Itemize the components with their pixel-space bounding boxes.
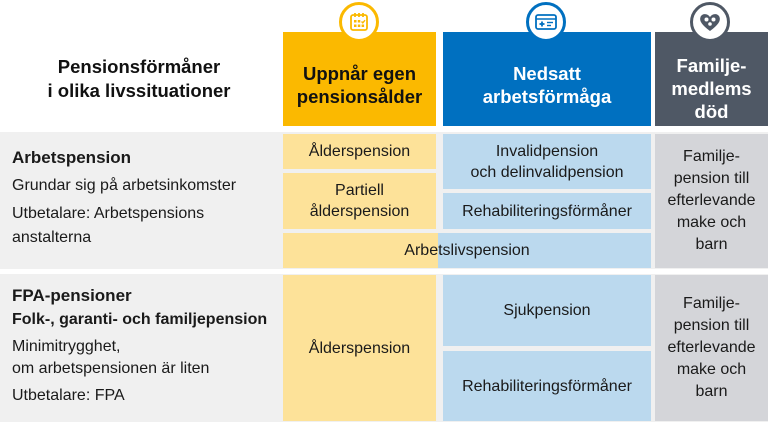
cell-text: efterlevande: [667, 339, 756, 356]
calendar-icon: [339, 2, 379, 42]
column-header-line: Uppnår egen: [302, 63, 417, 84]
cell-text: Ålderspension: [308, 339, 411, 357]
row-label-arbetspension: Arbetspension Grundar sig på arbetsinkom…: [12, 146, 277, 250]
cell-partiell-alderspension: Partiell ålderspension: [283, 173, 436, 229]
column-header-family-member-death: Familje- medlems död: [655, 32, 768, 126]
column-header-retirement-age: Uppnår egen pensionsålder: [283, 32, 436, 126]
cell-text: make och: [676, 214, 747, 231]
cell-text: ålderspension: [309, 203, 410, 220]
title-line: i olika livssituationer: [47, 80, 231, 101]
cell-familjepension: Familje- pension till efterlevande make …: [655, 134, 768, 268]
row-payer: Utbetalare: Arbetspensions: [12, 205, 205, 222]
title-line: Pensionsförmåner: [57, 56, 221, 77]
cell-rehabiliteringsformaner: Rehabiliteringsförmåner: [443, 193, 651, 229]
column-header-reduced-work-capacity: Nedsatt arbetsförmåga: [443, 32, 651, 126]
row-title: FPA-pensioner: [12, 286, 132, 305]
cell-text: Rehabiliteringsförmåner: [462, 377, 632, 395]
health-card-icon: [526, 2, 566, 42]
cell-text: barn: [695, 383, 728, 400]
cell-text: pension till: [673, 317, 750, 334]
cell-text: och delinvalidpension: [470, 163, 624, 181]
diagram-title: Pensionsförmåner i olika livssituationer: [0, 32, 278, 126]
cell-alderspension: Ålderspension: [283, 134, 436, 169]
column-header-line: pensionsålder: [296, 86, 423, 107]
family-heart-icon: [690, 2, 730, 42]
cell-text: Ålderspension: [308, 143, 411, 160]
cell-text: Invalidpension: [495, 142, 599, 160]
cell-text: Familje-: [683, 148, 740, 165]
row-title: Arbetspension: [12, 148, 132, 167]
cell-sjukpension: Sjukpension: [443, 275, 651, 346]
cell-text: pension till: [673, 170, 750, 187]
row-payer: anstalterna: [12, 229, 92, 246]
column-header-line: arbetsförmåga: [482, 86, 612, 107]
row-payer: Utbetalare: FPA: [12, 387, 125, 404]
cell-text: make och: [676, 361, 747, 378]
column-header-line: medlems: [671, 77, 752, 99]
column-header-line: Familje-: [676, 54, 747, 76]
cell-invalidpension: Invalidpension och delinvalidpension: [443, 134, 651, 189]
cell-arbetslivspension: Arbetslivspension: [283, 233, 651, 268]
cell-text: Familje-: [683, 295, 740, 312]
column-header-line: Nedsatt: [513, 63, 581, 84]
cell-rehabiliteringsformaner-fpa: Rehabiliteringsförmåner: [443, 351, 651, 421]
cell-text: Sjukpension: [503, 302, 591, 319]
cell-text: Arbetslivspension: [404, 242, 530, 259]
cell-text: Partiell: [335, 182, 384, 199]
cell-text: efterlevande: [667, 192, 756, 209]
cell-text: Rehabiliteringsförmåner: [462, 202, 632, 220]
cell-text: barn: [695, 236, 728, 253]
row-subtitle: Folk-, garanti- och familjepension: [12, 311, 268, 328]
cell-alderspension-fpa: Ålderspension: [283, 275, 436, 421]
row-description: Grundar sig på arbetsinkomster: [12, 177, 237, 194]
row-description: om arbetspensionen är liten: [12, 360, 210, 377]
row-label-fpa-pensioner: FPA-pensioner Folk-, garanti- och familj…: [12, 284, 277, 408]
cell-familjepension-fpa: Familje- pension till efterlevande make …: [655, 275, 768, 421]
column-header-line: död: [694, 100, 729, 122]
row-description: Minimitrygghet,: [12, 338, 121, 355]
